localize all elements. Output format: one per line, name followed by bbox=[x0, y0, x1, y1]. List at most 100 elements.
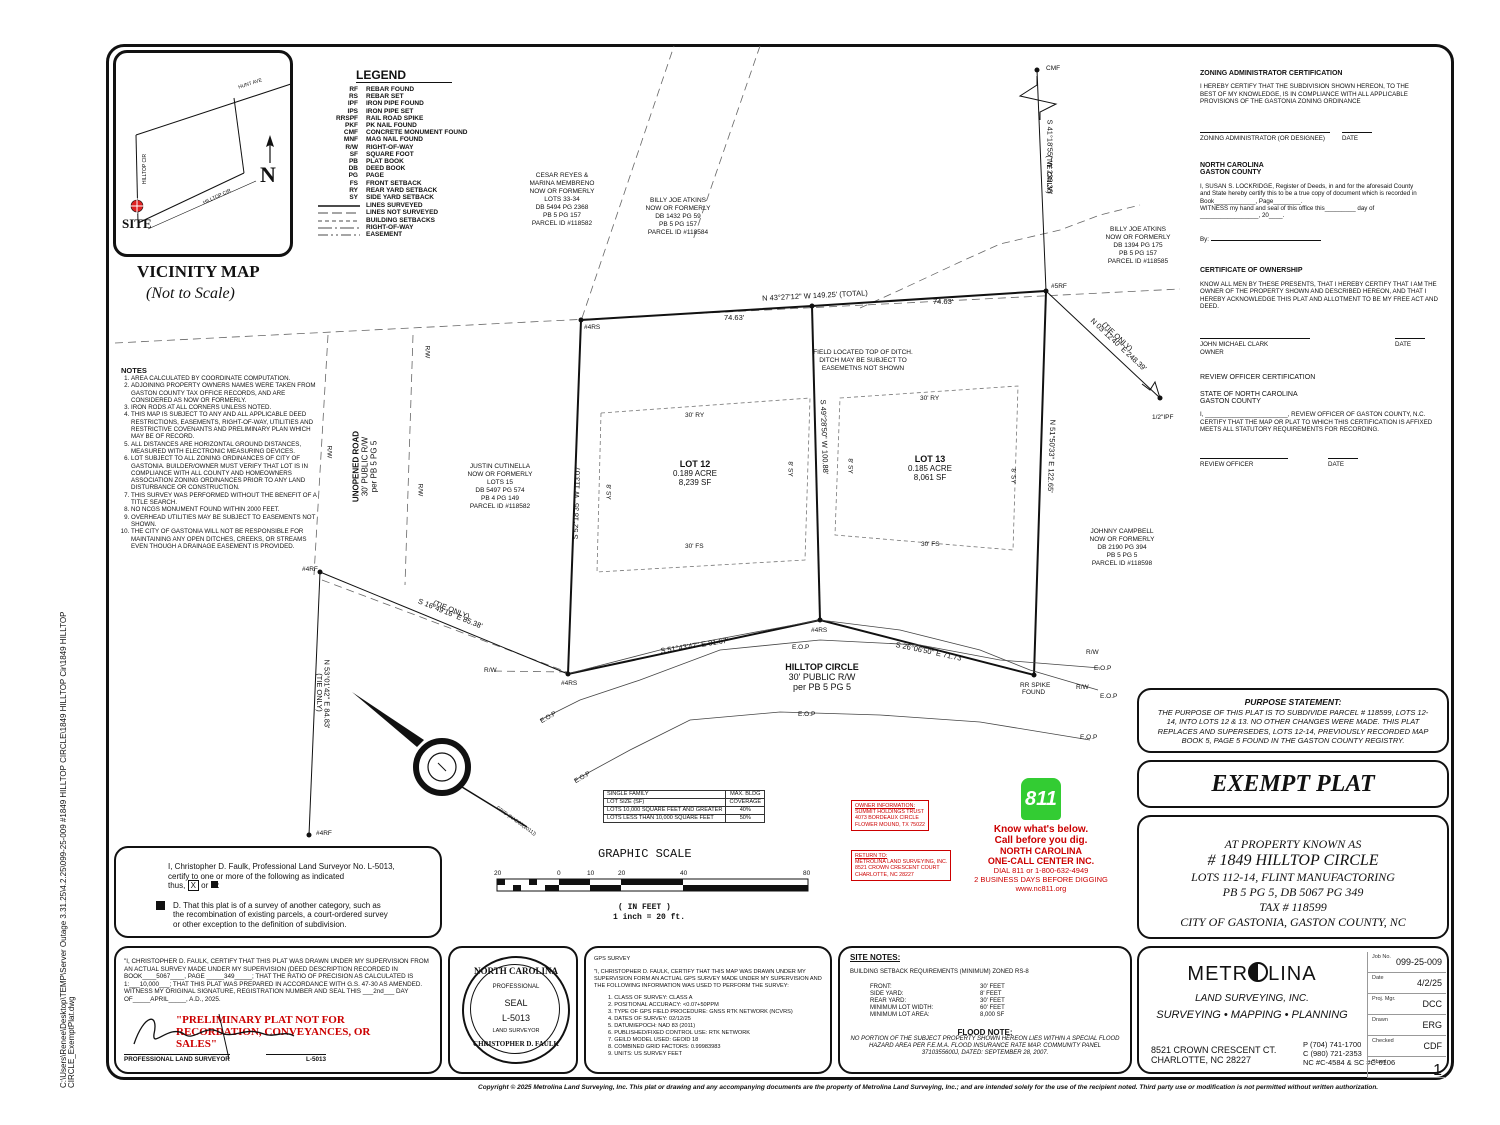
graphic-scale-bar bbox=[496, 878, 809, 892]
legend: LEGEND RF REBAR FOUND RS REBAR SET IPF I… bbox=[318, 68, 518, 238]
monument-label: FOUND bbox=[1022, 689, 1046, 696]
eop-label: E.O.P bbox=[1100, 693, 1118, 700]
ditch-note: FIELD LOCATED TOP OF DITCH.DITCH MAY BE … bbox=[813, 349, 913, 372]
gps-item: 6. PUBLISHED/FIXED CONTROL USE: RTK NETW… bbox=[608, 1030, 751, 1036]
gps-item: 8. COMBINED GRID FACTORS: 0.99983983 bbox=[608, 1044, 721, 1050]
eop-label: E.O.P bbox=[792, 644, 810, 651]
vicinity-map: HUNT AVE HILLTOP CIR HILLTOP CIR SITE N bbox=[113, 50, 295, 257]
gps-item: 3. TYPE OF GPS FIELD PROCEDURE: GNSS RTK… bbox=[608, 1009, 793, 1015]
setback-label: 8' SY bbox=[604, 484, 612, 500]
legend-item: IPS IRON PIPE SET bbox=[347, 107, 414, 115]
monument-label: #4RS bbox=[561, 680, 578, 687]
note-item: THIS SURVEY WAS PERFORMED WITHOUT THE BE… bbox=[131, 492, 317, 507]
legend-item: RF REBAR FOUND bbox=[349, 86, 415, 93]
monument-label: #5RF bbox=[1051, 283, 1067, 290]
row-label: R/W bbox=[1086, 649, 1099, 656]
tie-line bbox=[308, 571, 321, 836]
title-block-row: Date 4/2/25 bbox=[1368, 973, 1446, 994]
note-item: LOT SUBJECT TO ALL ZONING ORDINANCES OF … bbox=[131, 455, 317, 491]
note-item: THE CITY OF GASTONIA WILL NOT BE RESPONS… bbox=[131, 528, 317, 550]
vicinity-map-subtitle: (Not to Scale) bbox=[146, 285, 235, 302]
eop-label: E.O.P bbox=[1080, 734, 1098, 741]
bearing-tie-bottom: N 53°01'42" E 84.83' bbox=[322, 659, 332, 729]
signature-image bbox=[133, 1013, 295, 1060]
legend-line-item: EASEMENT bbox=[318, 231, 403, 239]
tie-only-label: (TIE ONLY) bbox=[314, 673, 324, 712]
scale-tick: 10 bbox=[587, 870, 595, 877]
property-block: AT PROPERTY KNOWN AS # 1849 HILLTOP CIRC… bbox=[1137, 815, 1449, 939]
break-symbol bbox=[1141, 380, 1161, 399]
exempt-plat-title: EXEMPT PLAT bbox=[1137, 760, 1449, 808]
setback-label: 30' RY bbox=[920, 395, 940, 402]
purpose-statement: PURPOSE STATEMENT: THE PURPOSE OF THIS P… bbox=[1137, 688, 1449, 753]
gps-item: 1. CLASS OF SURVEY: CLASS A bbox=[608, 995, 693, 1001]
legend-item: CMF CONCRETE MONUMENT FOUND bbox=[343, 129, 468, 137]
legend-line-item: RIGHT-OF-WAY bbox=[318, 223, 414, 231]
note-item: AREA CALCULATED BY COORDINATE COMPUTATIO… bbox=[131, 375, 317, 382]
distance-label: 74.63' bbox=[724, 313, 745, 322]
site-notes: SITE NOTES: BUILDING SETBACK REQUIREMENT… bbox=[838, 946, 1132, 1074]
note-item: THIS MAP IS SUBJECT TO ANY AND ALL APPLI… bbox=[131, 411, 317, 440]
seal-box: NORTH CAROLINA PROFESSIONAL SEAL L-5013 … bbox=[448, 946, 578, 1074]
legend-item: RS REBAR SET bbox=[348, 93, 404, 101]
notes-list: AREA CALCULATED BY COORDINATE COMPUTATIO… bbox=[121, 375, 317, 550]
site-note-row: MINIMUM LOT WIDTH: 60' FEET bbox=[870, 1005, 1005, 1011]
notes-title: NOTES bbox=[121, 366, 147, 375]
vicinity-map-title: VICINITY MAP bbox=[137, 262, 260, 281]
tie-line bbox=[319, 571, 569, 675]
eop-line bbox=[574, 711, 1091, 781]
legend-item: PKF PK NAIL FOUND bbox=[345, 122, 417, 130]
logo-circle-icon bbox=[1248, 962, 1269, 982]
surveyor-certification: I, Christopher D. Faulk, Professional La… bbox=[114, 846, 442, 938]
gps-survey: GPS SURVEY "I, CHRISTOPHER D. FAULK, CER… bbox=[584, 946, 832, 1074]
company-sub: LAND SURVEYING, INC. bbox=[1195, 993, 1309, 1004]
row-label: R/W bbox=[416, 483, 424, 497]
tie-only-label: (TIE ONLY) bbox=[1044, 155, 1054, 194]
gps-item: 4. DATES OF SURVEY: 02/12/25 bbox=[608, 1016, 691, 1022]
vicinity-map-drawing bbox=[129, 82, 295, 230]
note-item: OVERHEAD UTILITIES MAY BE SUBJECT TO EAS… bbox=[131, 514, 317, 529]
legend-item: DB DEED BOOK bbox=[348, 165, 406, 173]
note-item: ADJOINING PROPERTY OWNERS NAMES WERE TAK… bbox=[131, 382, 317, 404]
legend-item: PG PAGE bbox=[348, 172, 384, 180]
legend-item: SY SIDE YARD SETBACK bbox=[349, 194, 434, 202]
site-note-row: MINIMUM LOT AREA: 8,000 SF bbox=[870, 1012, 1005, 1018]
scale-tick: 0 bbox=[557, 870, 561, 877]
legend-item: RY REAR YARD SETBACK bbox=[349, 186, 438, 194]
site-note-row: FRONT: 30' FEET bbox=[870, 984, 1005, 990]
legend-item: R/W RIGHT-OF-WAY bbox=[345, 143, 414, 151]
return-to-stamp: RETURN TO:METROLINA LAND SURVEYING, INC.… bbox=[851, 850, 952, 881]
lot-division-line bbox=[811, 305, 821, 621]
north-arrow-shaft-icon bbox=[266, 135, 274, 163]
copyright: Copyright © 2025 Metrolina Land Surveyin… bbox=[478, 1084, 1379, 1091]
eop-line bbox=[539, 639, 1101, 721]
scale-tick: 40 bbox=[680, 870, 688, 877]
site-note-row: SIDE YARD: 8' FEET bbox=[870, 991, 1002, 997]
monument-label: #4RF bbox=[316, 830, 332, 837]
row-label: R/W bbox=[484, 667, 497, 674]
row-label: R/W bbox=[423, 345, 431, 359]
note-item: NO NCGS MONUMENT FOUND WITHIN 2000 FEET. bbox=[131, 506, 317, 513]
zoning-certification: ZONING ADMINISTRATOR CERTIFICATION I HER… bbox=[1200, 70, 1438, 468]
scale-ratio: 1 inch = 20 ft. bbox=[613, 913, 686, 922]
break-symbol bbox=[1018, 76, 1058, 120]
surveyor-seal: NORTH CAROLINA PROFESSIONAL SEAL L-5013 … bbox=[462, 956, 570, 1064]
monument-label: CMF bbox=[1046, 65, 1061, 72]
setback-label: 30' FS bbox=[685, 543, 704, 550]
setback-label: 8' SY bbox=[1009, 468, 1017, 484]
lot12-setback bbox=[596, 397, 811, 573]
row-line bbox=[404, 334, 414, 586]
scale-unit: ( IN FEET ) bbox=[618, 903, 671, 912]
gps-item: 2. POSITIONAL ACCURACY: <0.07+50PPM bbox=[608, 1002, 719, 1008]
